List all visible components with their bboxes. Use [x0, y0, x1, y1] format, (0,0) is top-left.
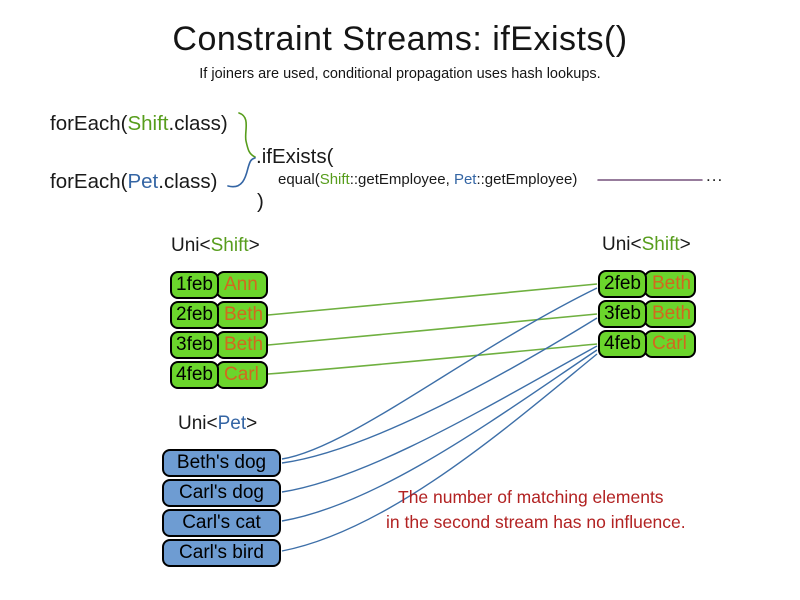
pet-item: Beth's dog [162, 449, 281, 477]
label-text: Uni< [171, 235, 211, 256]
shift-employee-cell: Carl [644, 330, 696, 358]
shift-date-cell: 3feb [598, 300, 647, 328]
left-table-label: Uni<Shift> [171, 235, 260, 257]
pet-item: Carl's bird [162, 539, 281, 567]
code-foreach-shift: forEach(Shift.class) [50, 112, 228, 136]
code-text: ::getEmployee, [349, 171, 454, 188]
shift-date-cell: 4feb [170, 361, 219, 389]
shift-date-cell: 1feb [170, 271, 219, 299]
green-edge-2feb [267, 283, 598, 316]
code-equal-joiner: equal(Shift::getEmployee, Pet::getEmploy… [278, 171, 577, 188]
table-row: 2feb Beth [170, 301, 268, 329]
green-edge-4feb [267, 343, 598, 375]
shift-employee-cell: Beth [644, 270, 696, 298]
code-pet-token: Pet [453, 171, 477, 188]
note-line-2: in the second stream has no influence. [386, 512, 686, 532]
table-row: 3feb Beth [598, 300, 696, 328]
brace-green-curve [238, 112, 256, 158]
table-row: 1feb Ann [170, 271, 268, 299]
table-row: 2feb Beth [598, 270, 696, 298]
right-table-label: Uni<Shift> [602, 234, 691, 256]
label-type-shift: Shift [641, 234, 680, 255]
shift-employee-cell: Beth [216, 301, 268, 329]
label-text: Uni< [602, 234, 642, 255]
label-text: > [679, 234, 691, 255]
code-foreach-pet: forEach(Pet.class) [50, 170, 218, 194]
code-text: .class) [158, 170, 218, 193]
blue-edge-beths-dog-2feb [281, 287, 598, 460]
shift-date-cell: 2feb [170, 301, 219, 329]
blue-edge-carls-dog-4feb [281, 345, 598, 493]
pet-item: Carl's cat [162, 509, 281, 537]
pet-list-label: Uni<Pet> [178, 413, 257, 435]
code-text: forEach( [50, 112, 128, 135]
shift-employee-cell: Beth [216, 331, 268, 359]
code-ifexists: .ifExists( [256, 145, 334, 168]
left-shift-table: 1feb Ann 2feb Beth 3feb Beth 4feb Carl [170, 271, 268, 391]
subtitle: If joiners are used, conditional propaga… [199, 66, 601, 82]
shift-date-cell: 3feb [170, 331, 219, 359]
code-ellipsis: ... [706, 166, 724, 185]
code-text: ::getEmployee) [476, 171, 578, 188]
label-text: > [246, 413, 258, 434]
code-text: forEach( [50, 170, 128, 193]
label-type-shift: Shift [210, 235, 249, 256]
brace-blue-curve [227, 157, 256, 188]
table-row: 3feb Beth [170, 331, 268, 359]
code-pet-class-token: Pet [127, 170, 159, 193]
blue-edge-beths-dog-3feb [281, 317, 598, 464]
green-edge-3feb [267, 313, 598, 346]
page-title: Constraint Streams: ifExists() [172, 20, 628, 58]
pet-item: Carl's dog [162, 479, 281, 507]
code-text: equal( [278, 171, 320, 188]
table-row: 4feb Carl [598, 330, 696, 358]
code-text: .class) [168, 112, 228, 135]
shift-employee-cell: Ann [216, 271, 268, 299]
pet-list: Beth's dog Carl's dog Carl's cat Carl's … [162, 449, 281, 569]
code-shift-class-token: Shift [127, 112, 169, 135]
table-row: 4feb Carl [170, 361, 268, 389]
right-shift-table: 2feb Beth 3feb Beth 4feb Carl [598, 270, 696, 360]
shift-employee-cell: Carl [216, 361, 268, 389]
code-close-paren: ) [257, 190, 264, 213]
shift-date-cell: 2feb [598, 270, 647, 298]
label-type-pet: Pet [217, 413, 247, 434]
label-text: Uni< [178, 413, 218, 434]
label-text: > [248, 235, 260, 256]
shift-date-cell: 4feb [598, 330, 647, 358]
shift-employee-cell: Beth [644, 300, 696, 328]
code-shift-token: Shift [319, 171, 350, 188]
note-line-1: The number of matching elements [398, 487, 664, 507]
